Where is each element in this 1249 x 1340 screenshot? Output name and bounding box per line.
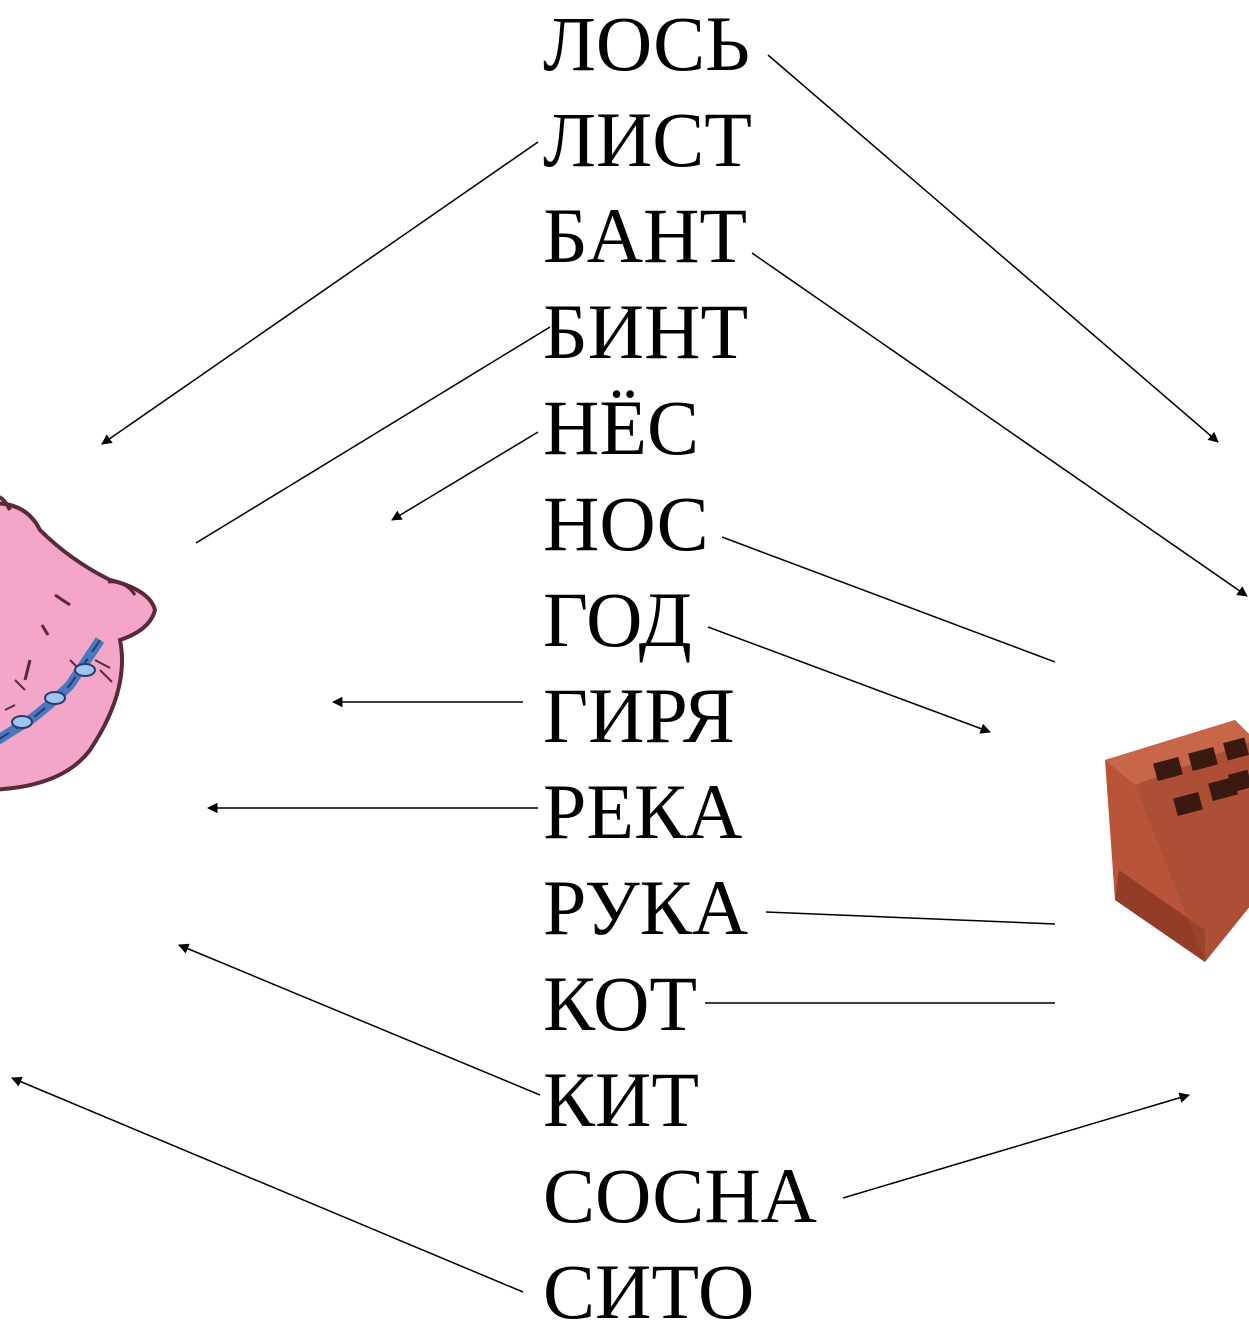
word-girya: ГИРЯ xyxy=(543,672,735,759)
connector-los xyxy=(767,54,1219,443)
word-ruka: РУКА xyxy=(543,864,749,951)
connector-sosna xyxy=(842,1092,1191,1199)
connector-ruka xyxy=(765,911,1056,925)
pillow-icon xyxy=(0,495,158,792)
word-kit: КИТ xyxy=(543,1056,699,1143)
connector-god xyxy=(707,626,991,734)
word-sito: СИТО xyxy=(543,1248,755,1335)
connector-nes xyxy=(391,431,539,521)
word-nes: НЁС xyxy=(543,384,699,471)
connector-nos xyxy=(721,536,1056,663)
word-bant: БАНТ xyxy=(543,192,748,279)
connector-sito xyxy=(11,1076,524,1293)
connector-kit xyxy=(178,943,541,1096)
word-reka: РЕКА xyxy=(543,768,743,855)
word-los: ЛОСЬ xyxy=(543,0,750,87)
word-god: ГОД xyxy=(543,576,692,663)
word-list: ЛИСТ xyxy=(543,96,752,183)
word-sosna: СОСНА xyxy=(543,1152,817,1239)
brick-icon xyxy=(1105,720,1249,962)
connector-list xyxy=(101,141,539,445)
connector-bant xyxy=(751,252,1248,597)
word-bint: БИНТ xyxy=(543,288,749,375)
connector-bint xyxy=(195,326,551,544)
word-nos: НОС xyxy=(543,480,709,567)
word-kot: КОТ xyxy=(543,960,698,1047)
